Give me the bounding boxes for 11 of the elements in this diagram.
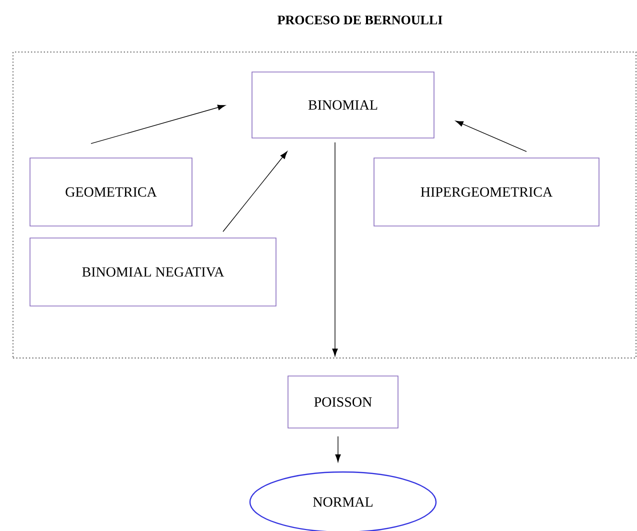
arrow	[335, 436, 341, 462]
process-box: HIPERGEOMETRICA	[374, 158, 600, 226]
process-box: BINOMIAL NEGATIVA	[30, 238, 276, 306]
process-box: GEOMETRICA	[30, 158, 192, 226]
process-box: BINOMIAL	[252, 72, 434, 138]
arrow	[456, 120, 527, 152]
arrow	[222, 151, 288, 232]
node-label: PROCESO DE BERNOULLI	[278, 16, 442, 24]
process-box: POISSON	[288, 376, 398, 428]
arrow	[332, 142, 338, 356]
arrow	[90, 104, 226, 144]
